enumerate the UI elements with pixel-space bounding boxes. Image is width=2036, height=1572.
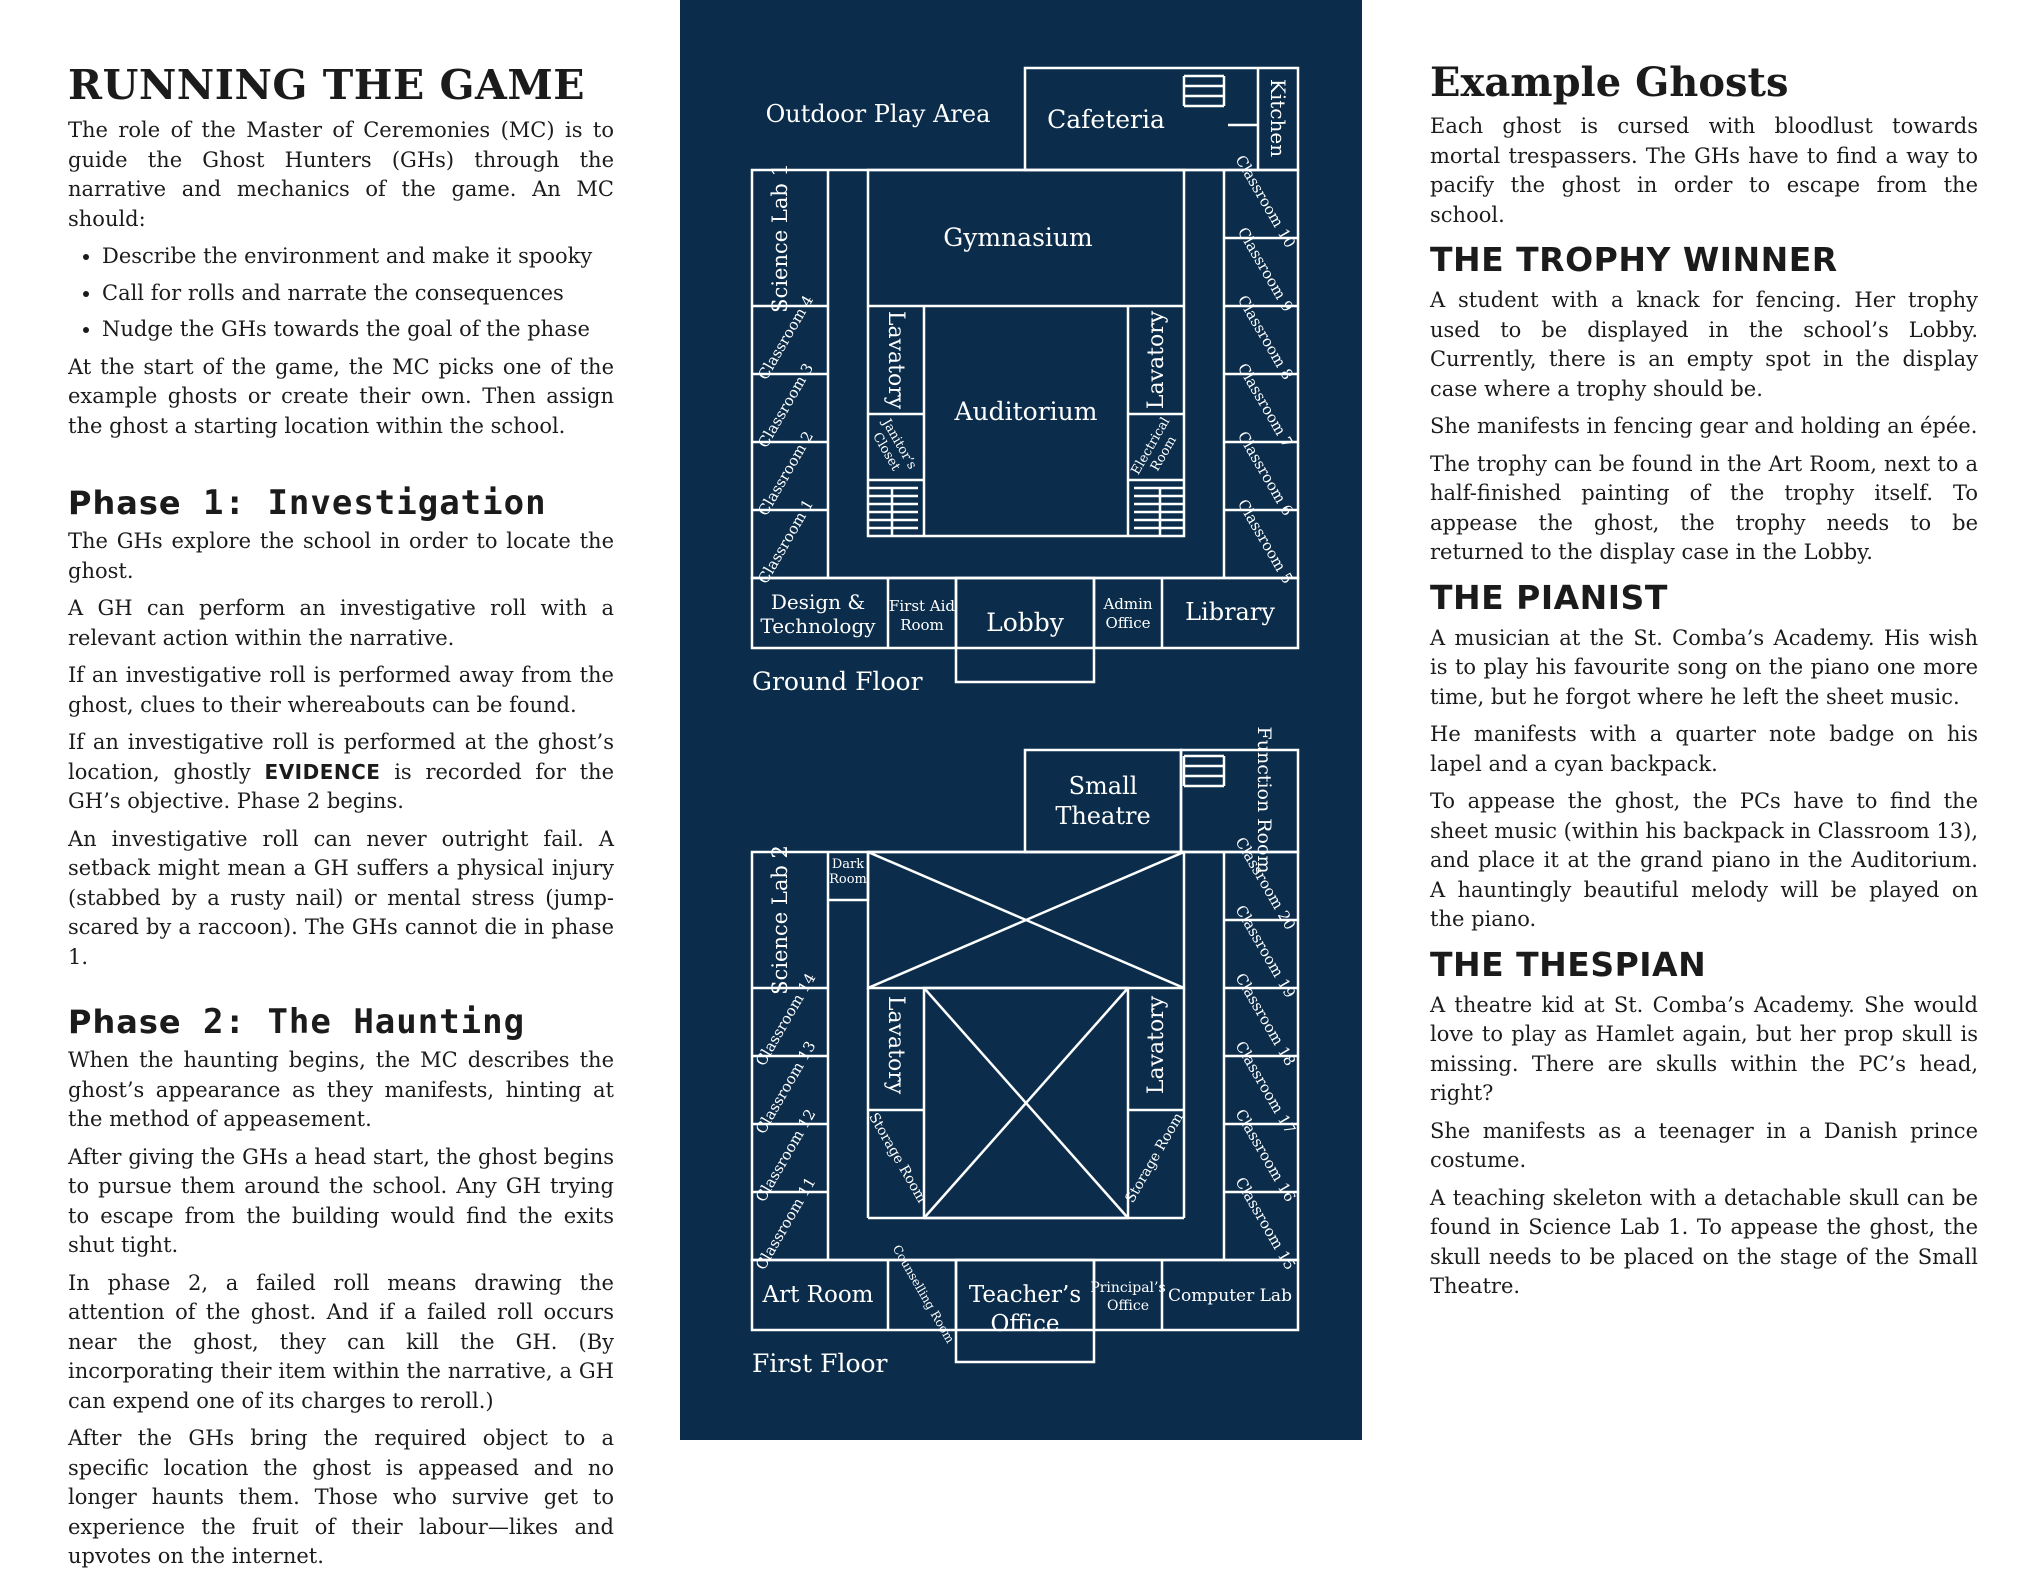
list-item: Call for rolls and narrate the consequen… — [102, 279, 614, 309]
design-technology-label: Design &Technology — [760, 590, 876, 638]
lavatory-right-label: Lavatory — [1144, 995, 1169, 1094]
phase-1-paragraph: A GH can perform an investigative roll w… — [68, 596, 614, 650]
first-aid-line1: First Aid — [889, 597, 955, 615]
ghost-thespian-title: The Thespian — [1430, 944, 1707, 984]
design-line2: Technology — [760, 614, 876, 638]
teachers-line1: Teacher’s — [969, 1282, 1081, 1308]
ghosts-intro: Each ghost is cursed with bloodlust towa… — [1430, 114, 1978, 227]
phase-1-paragraph: If an investigative roll is performed at… — [68, 728, 614, 817]
phase-2-subtitle: 2: The Haunting — [181, 1002, 526, 1042]
ghost-paragraph: To appease the ghost, the PCs have to fi… — [1430, 789, 1978, 931]
left-column: Running the Game The role of the Master … — [0, 0, 680, 1568]
ghost-paragraph: A teaching skeleton with a detachable sk… — [1430, 1185, 1978, 1299]
gymnasium-label: Gymnasium — [943, 223, 1093, 252]
design-line1: Design & — [771, 590, 865, 614]
phase-1-label: Phase — [68, 484, 182, 522]
principal-line1: Principal’s — [1090, 1280, 1165, 1296]
science-lab-1-label: Science Lab 1 — [768, 163, 792, 313]
teachers-line2: Office — [990, 1311, 1059, 1337]
phase-2-paragraph: After giving the GHs a head start, the g… — [68, 1144, 614, 1258]
dark-room-line1: Dark — [832, 857, 864, 872]
ghost-paragraph: She manifests as a teenager in a Danish … — [1430, 1118, 1978, 1173]
cafeteria-label: Cafeteria — [1047, 105, 1165, 134]
first-floor-label: First Floor — [752, 1349, 888, 1378]
ghost-pianist-title: The Pianist — [1430, 577, 1668, 617]
storage-room-left-label: Storage Room — [865, 1110, 929, 1206]
auditorium-label: Auditorium — [953, 397, 1097, 426]
ghost-paragraph: A musician at the St. Comba’s Academy. H… — [1430, 625, 1978, 709]
mc-duties-list: Describe the environment and make it spo… — [68, 242, 614, 345]
phase-1-heading: Phase 1: Investigation — [68, 483, 614, 523]
right-column: Example Ghosts Each ghost is cursed with… — [1362, 0, 2036, 1440]
small-theatre-line1: Small — [1069, 772, 1138, 800]
phase-2-paragraph: After the GHs bring the required object … — [68, 1426, 614, 1568]
text-run: If an investigative roll is performed at… — [68, 730, 614, 784]
phase-1-paragraph: If an investigative roll is performed aw… — [68, 663, 614, 717]
lavatory-left-label: Lavatory — [883, 996, 908, 1095]
phase-2-paragraph: In phase 2, a failed roll means drawing … — [68, 1270, 614, 1413]
ghost-paragraph: A student with a knack for fencing. Her … — [1430, 288, 1978, 401]
outdoor-play-area-label: Outdoor Play Area — [766, 100, 991, 128]
computer-lab-label: Computer Lab — [1168, 1286, 1292, 1306]
dark-room-line2: Room — [829, 872, 867, 887]
evidence-keyword: EVIDENCE — [264, 759, 381, 784]
school-floor-plan: Outdoor Play Area Cafeteria Kitchen Gymn… — [750, 66, 1300, 1378]
phase-1-subtitle: 1: Investigation — [181, 483, 547, 523]
list-item: Describe the environment and make it spo… — [102, 242, 614, 272]
admin-line1: Admin — [1102, 595, 1152, 613]
art-room-label: Art Room — [762, 1282, 874, 1308]
phase-1-paragraph: An investigative roll can never outright… — [68, 826, 614, 969]
intro-paragraph: The role of the Master of Ceremonies (MC… — [68, 118, 614, 231]
text-run: is recorded for the GH’s objective. Phas… — [68, 759, 614, 814]
storage-room-right-label: Storage Room — [1122, 1110, 1186, 1206]
small-theatre-line2: Theatre — [1055, 802, 1150, 830]
school-map-panel: Outdoor Play Area Cafeteria Kitchen Gymn… — [680, 0, 1362, 1440]
kitchen-label: Kitchen — [1266, 79, 1290, 157]
example-ghosts-title: Example Ghosts — [1430, 59, 1789, 106]
ghost-paragraph: He manifests with a quarter note badge o… — [1430, 722, 1978, 776]
principal-line2: Office — [1107, 1298, 1149, 1314]
ghost-paragraph: The trophy can be found in the Art Room,… — [1430, 451, 1978, 565]
function-room-label: Function Room — [1253, 727, 1275, 874]
science-lab-2-label: Science Lab 2 — [768, 845, 792, 995]
start-paragraph: At the start of the game, the MC picks o… — [68, 354, 614, 438]
library-label: Library — [1185, 598, 1275, 626]
phase-2-paragraph: When the haunting begins, the MC describ… — [68, 1048, 614, 1131]
ground-floor-label: Ground Floor — [752, 667, 923, 696]
phase-2-heading: Phase 2: The Haunting — [68, 1002, 614, 1042]
list-item: Nudge the GHs towards the goal of the ph… — [102, 315, 614, 345]
janitors-closet-label: Janitor’sCloset — [865, 415, 920, 480]
ghost-trophy-winner-title: The Trophy Winner — [1430, 240, 1838, 279]
phase-2-label: Phase — [68, 1003, 182, 1041]
lobby-label: Lobby — [986, 608, 1065, 637]
admin-line2: Office — [1105, 614, 1150, 632]
ghost-paragraph: She manifests in fencing gear and holdin… — [1430, 414, 1978, 438]
first-aid-line2: Room — [900, 616, 944, 634]
running-the-game-title: Running the Game — [68, 61, 585, 109]
ghost-paragraph: A theatre kid at St. Comba’s Academy. Sh… — [1430, 992, 1978, 1106]
phase-1-paragraph: The GHs explore the school in order to l… — [68, 529, 614, 583]
electrical-room-label: ElectricalRoom — [1129, 415, 1187, 485]
lavatory-left-label: Lavatory — [883, 311, 908, 410]
lavatory-right-label: Lavatory — [1144, 310, 1169, 409]
